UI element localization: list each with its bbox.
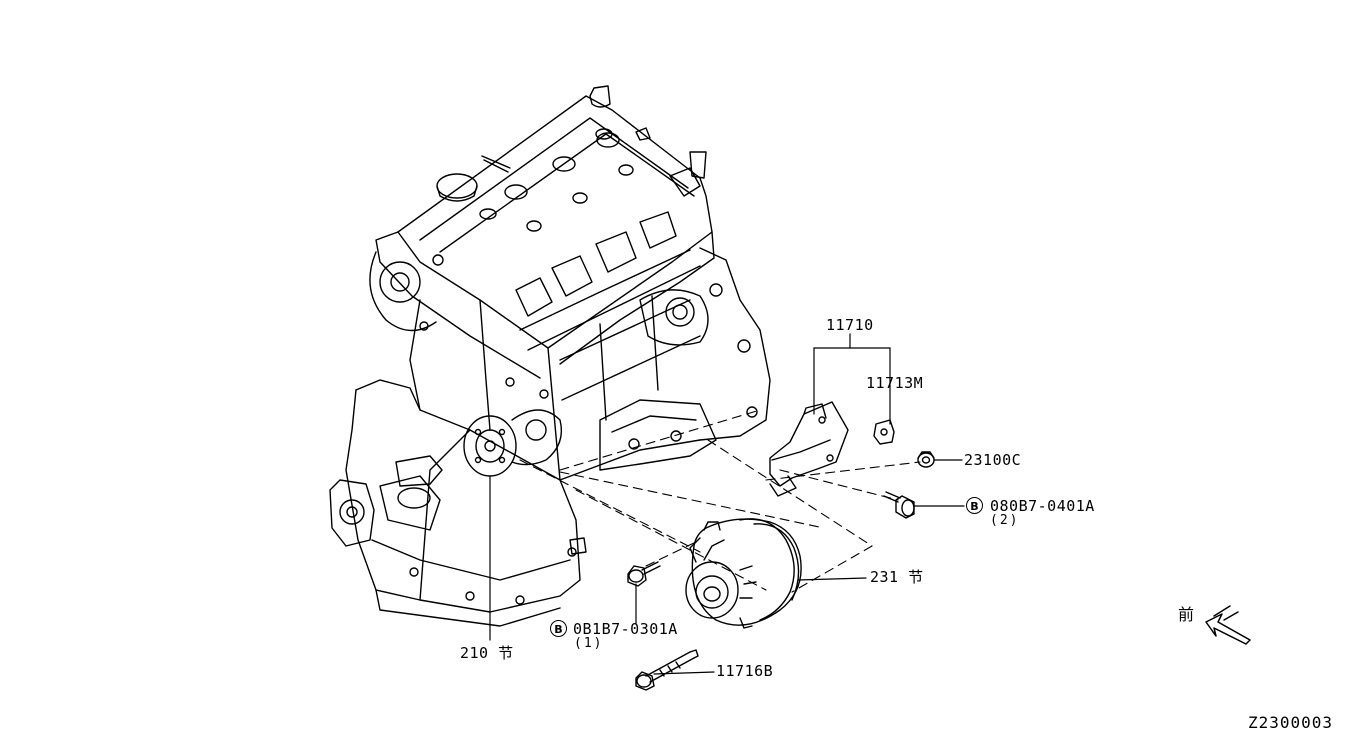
leader-lines — [489, 333, 965, 675]
nut-illustration — [917, 451, 935, 468]
callout-11716b-label[interactable]: 11716B — [716, 662, 774, 680]
callout-0b1b7-0301a-label[interactable]: 0B1B7-0301A — [573, 620, 678, 638]
callout-080b7-0401a-quantity: (2) — [990, 513, 1020, 528]
lower-bolt-illustration — [627, 561, 661, 587]
engine-block-illustration — [329, 85, 771, 627]
alternator-illustration — [685, 518, 802, 629]
upper-bolt-illustration — [883, 491, 915, 519]
callout-080b7-0401a-label[interactable]: 080B7-0401A — [990, 497, 1095, 515]
adjusting-bracket-illustration — [873, 419, 895, 445]
front-indicator-label: 前 — [1178, 605, 1195, 624]
front-direction-arrow-icon — [1205, 605, 1251, 645]
long-bolt-illustration — [635, 649, 699, 691]
bolt-marker-b-icon: B — [966, 497, 983, 514]
bolt-marker-b-icon: B — [550, 620, 567, 637]
callout-11710-label[interactable]: 11710 — [826, 316, 874, 334]
alternator-bracket-illustration — [769, 401, 849, 497]
diagram-id: Z2300003 — [1248, 713, 1334, 732]
callout-11713m-label[interactable]: 11713M — [866, 374, 924, 392]
callout-210-label[interactable]: 210 节 — [460, 644, 514, 662]
callout-231-label[interactable]: 231 节 — [870, 568, 924, 586]
callout-0b1b7-0301a-quantity: (1) — [574, 636, 604, 651]
callout-23100c-label[interactable]: 23100C — [964, 451, 1022, 469]
